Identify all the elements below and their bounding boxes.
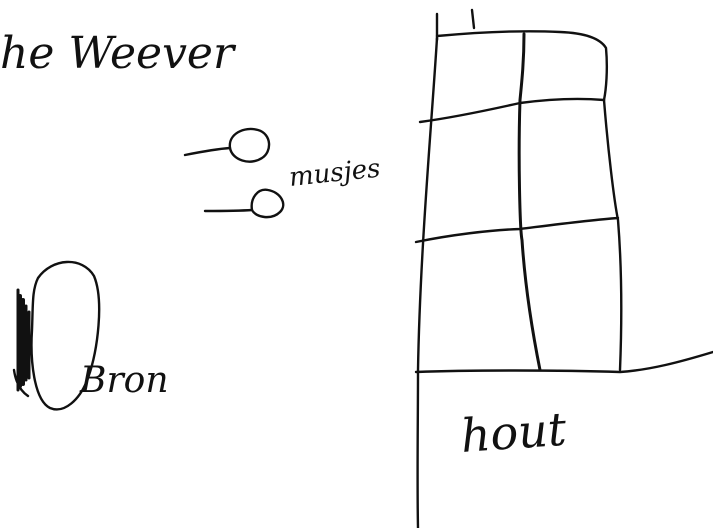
bird-upper-icon xyxy=(185,129,269,162)
birds-label: musjes xyxy=(288,154,382,193)
title-label: he Weever xyxy=(0,28,237,79)
source-label: Bron xyxy=(79,360,169,401)
bird-lower-icon xyxy=(205,190,283,217)
wood-label: hout xyxy=(459,402,568,463)
